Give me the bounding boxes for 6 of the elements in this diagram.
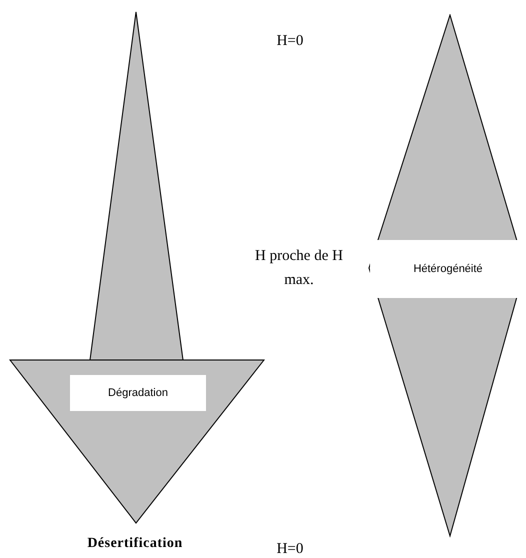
annotation-label: H=0	[276, 540, 304, 558]
text-box: Hétérogénéité	[370, 240, 526, 298]
text-box: Dégradation	[70, 375, 206, 411]
node-label: Désertification	[86, 535, 184, 553]
annotation-label: H proche de H max.	[254, 247, 344, 290]
annotation-label: H=0	[276, 32, 304, 51]
